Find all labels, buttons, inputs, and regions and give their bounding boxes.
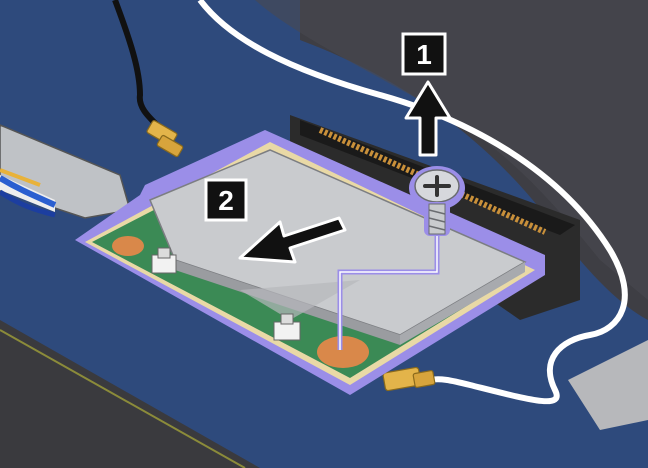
step-badge-1: 1	[401, 32, 447, 76]
white-antenna-cable	[197, 0, 628, 405]
card-component-bottom	[273, 313, 301, 341]
chassis-bottom-left	[0, 320, 260, 468]
fan-housing	[255, 0, 648, 300]
card-pad-screw	[317, 336, 369, 368]
black-antenna-cable	[112, 0, 163, 131]
step-badge-2: 2	[204, 178, 248, 222]
arrow-left-icon	[238, 216, 347, 264]
chassis-edge-line	[0, 329, 246, 468]
arrow-up-icon	[404, 80, 452, 157]
card-pad-left	[112, 236, 144, 256]
antenna-connector-icon	[146, 120, 184, 158]
card-component-left	[151, 247, 177, 274]
ribbon-connector	[0, 124, 131, 219]
step-number-1: 1	[416, 39, 432, 70]
bottom-right-component	[568, 340, 648, 430]
screw-icon	[409, 166, 465, 236]
step-number-2: 2	[218, 185, 234, 216]
white-cable-plug	[382, 366, 436, 392]
